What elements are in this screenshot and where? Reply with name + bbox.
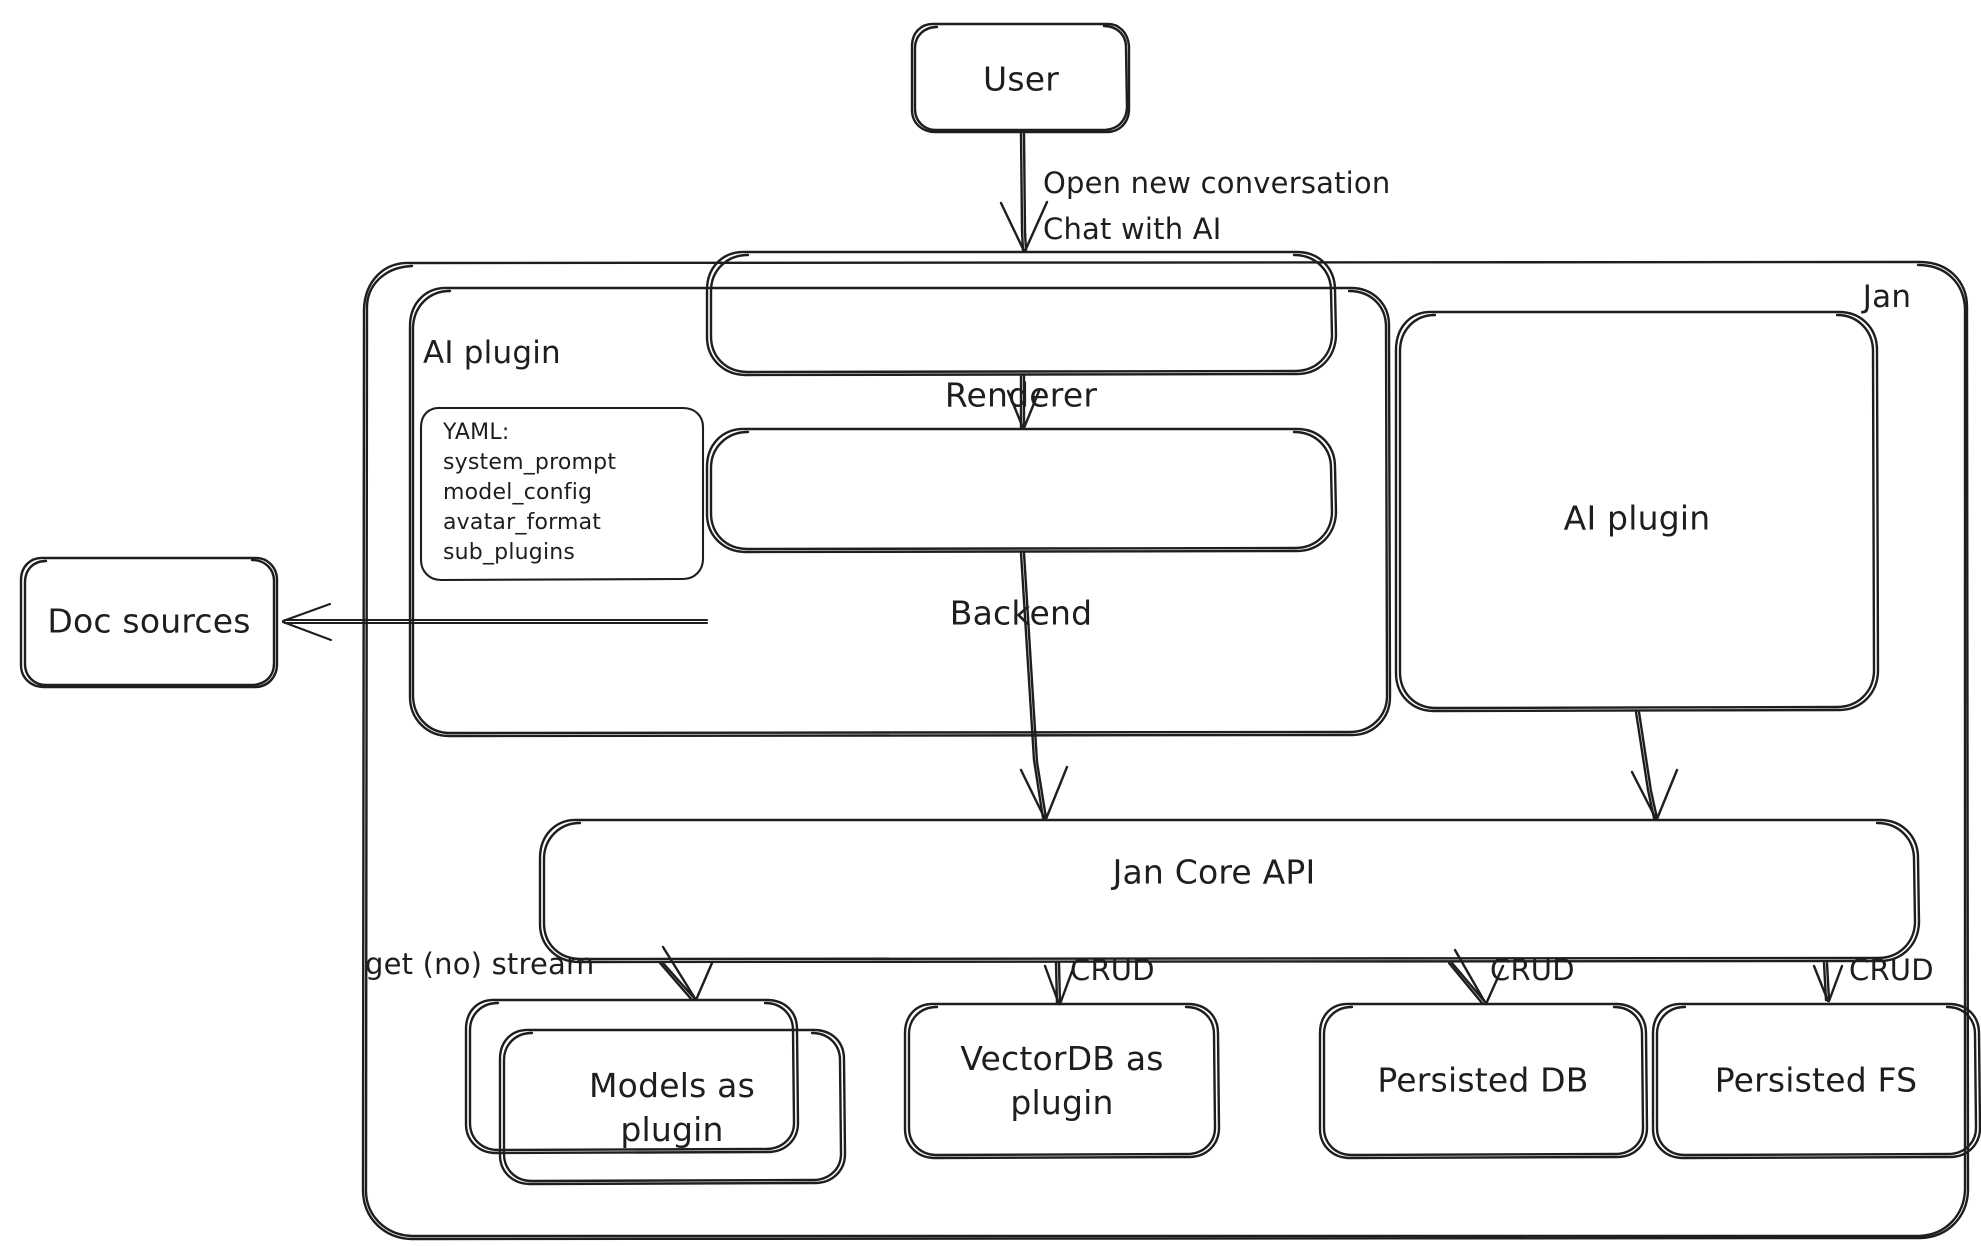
node-yaml-outline [419,406,705,582]
group-label-jan: Jan [1862,279,1912,315]
node-persisted-db-outline [1318,1002,1649,1160]
node-label-jan-core-api[interactable]: Jan Core API [1112,852,1316,892]
edge-core-api-to-persisted-fs [1812,961,1844,1003]
node-models-front-outline [498,1028,847,1186]
node-doc-sources-outline [19,556,279,689]
node-label-backend[interactable]: Backend [949,593,1093,633]
node-label-persisted-db[interactable]: Persisted DB [1377,1060,1589,1100]
group-label-ai-plugin: AI plugin [423,335,561,371]
edge-ai-plugin-to-core-api [1630,710,1679,821]
node-label-vectordb[interactable]: VectorDB as plugin [960,1039,1164,1122]
edge-core-api-to-persisted-db [1447,948,1505,1006]
node-backend-outline [705,427,1338,554]
node-ai-plugin-outline [1394,310,1880,713]
node-persisted-fs-outline [1651,1002,1981,1160]
group-ai-plugin-outline [408,286,1392,738]
yaml-item: system_prompt [443,450,617,475]
node-label-persisted-fs[interactable]: Persisted FS [1714,1060,1918,1100]
edge-core-api-to-models [658,945,714,1002]
node-label-doc-sources[interactable]: Doc sources [47,601,251,641]
node-label-renderer[interactable]: Renderer [944,375,1098,415]
node-jan-core-api-outline [538,818,1921,964]
group-jan-outline [361,260,1970,1241]
node-label-user[interactable]: User [982,59,1060,99]
edge-label-crud-persisted-db: CRUD [1490,953,1575,987]
edge-backend-to-core-api [1019,551,1069,821]
node-models-back-outline [464,998,800,1155]
edge-label-open-conversation: Open new conversation Chat with AI [1043,166,1391,246]
edge-renderer-to-backend [1006,374,1041,430]
node-label-ai-plugin[interactable]: AI plugin [1563,498,1711,538]
edge-label-crud-vectordb: CRUD [1070,953,1155,987]
yaml-item: avatar_format [443,510,602,535]
node-vectordb-outline [903,1002,1221,1160]
edge-label-crud-persisted-fs: CRUD [1849,953,1934,987]
yaml-item: sub_plugins [443,540,576,565]
edge-user-to-renderer [999,131,1049,253]
node-label-models[interactable]: Models as plugin [589,1066,755,1149]
node-yaml-content: YAML: system_prompt model_config avatar_… [443,418,616,568]
node-user-outline [910,22,1131,134]
node-renderer-outline [705,250,1338,377]
edge-backend-to-doc-sources [281,602,709,642]
edge-core-api-to-vectordb [1043,961,1076,1006]
yaml-title: YAML: [443,420,510,445]
yaml-item: model_config [443,480,593,505]
edge-label-get-no-stream: get (no) stream [365,947,595,981]
